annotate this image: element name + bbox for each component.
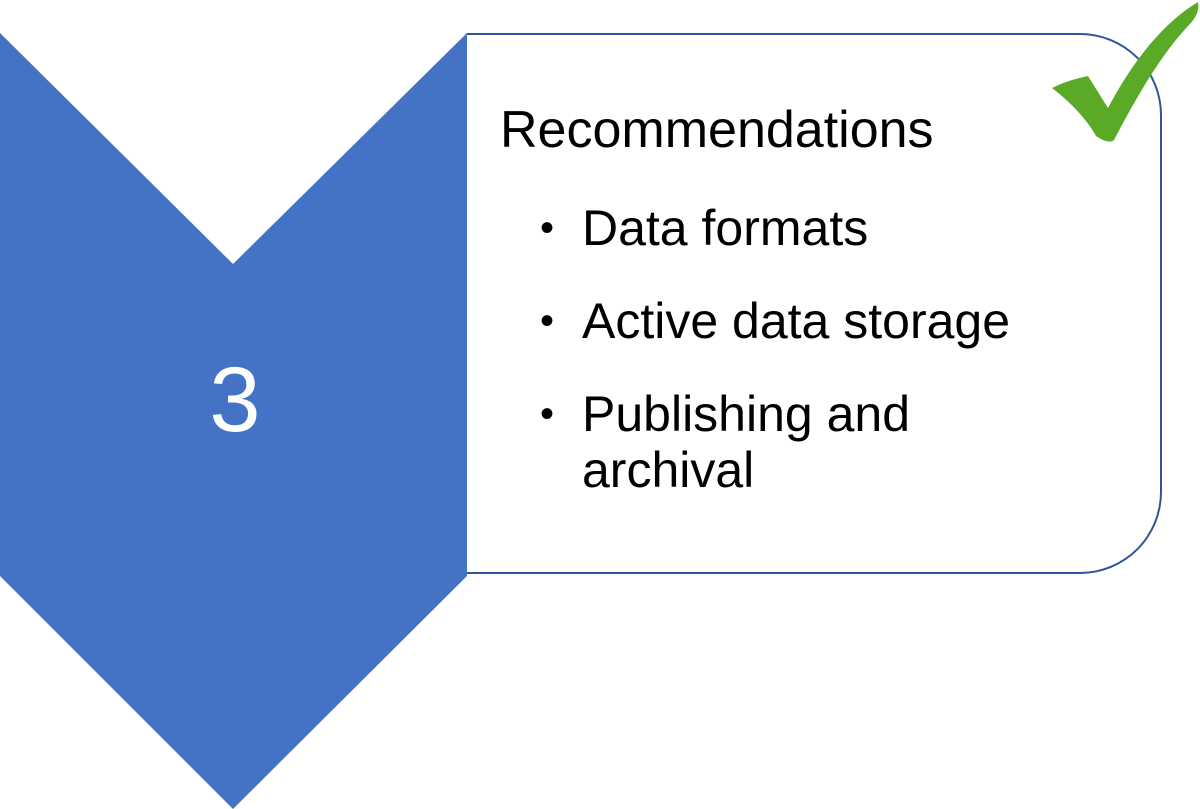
bullet-list: • Data formats • Active data storage • P… [540,200,1140,535]
checkmark-icon [1052,2,1199,142]
chevron-shape [0,33,467,809]
step-chevron [0,33,467,809]
list-item: • Publishing and archival [540,386,1012,498]
box-title: Recommendations [500,101,934,159]
list-item-text: Active data storage [582,293,1011,349]
list-item: • Active data storage [540,293,1140,349]
bullet-dot: • [540,299,555,343]
list-item: • Data formats [540,200,1140,256]
bullet-dot: • [540,392,555,436]
step-number: 3 [209,349,261,451]
list-item-text: Data formats [582,200,869,256]
list-item-text: Publishing and archival [582,386,911,498]
bullet-dot: • [540,206,555,250]
content-box [467,33,1162,574]
